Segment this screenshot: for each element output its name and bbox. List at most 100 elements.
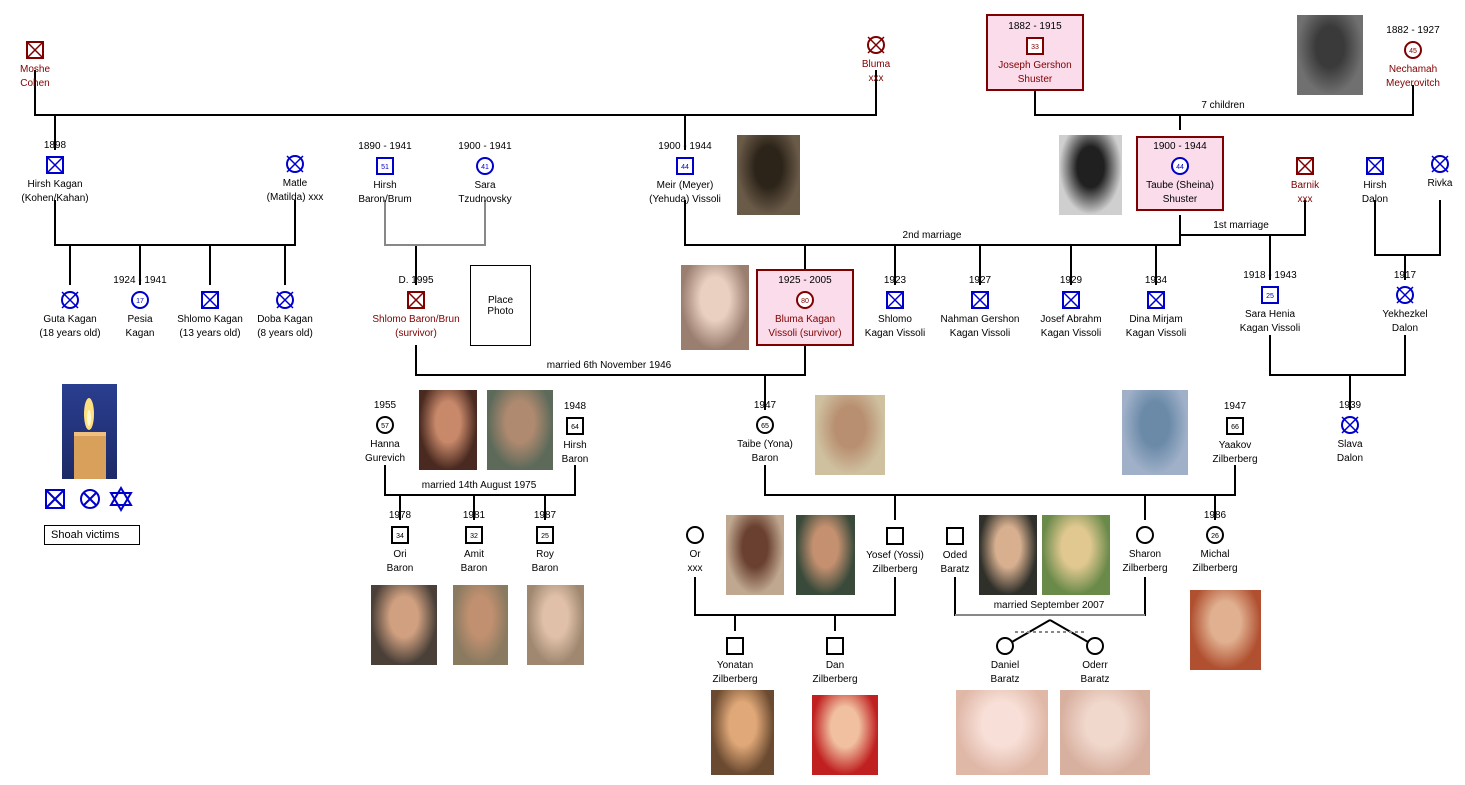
daniel-photo [956,690,1048,775]
bluma-photo [681,265,749,350]
person-years: 1925 - 2005 [778,275,832,286]
person-yosef[interactable]: Yosef (Yossi)Zilberberg [866,527,924,575]
person-years: 1924 - 1941 [113,275,167,286]
connection-line [1269,335,1406,376]
person-years: 1987 [534,510,557,521]
male-victim-icon [1366,157,1384,175]
person-name-line: Meir (Meyer) [657,180,714,191]
hanna-photo [419,390,477,470]
person-name-line: Kagan Vissoli [1041,328,1101,339]
candle-photo [62,384,117,479]
person-name-line: Nechamah [1389,64,1437,75]
person-age: 26 [1211,533,1219,540]
person-years: D. 1995 [398,275,433,286]
person-name-line: xxx [869,73,884,84]
female-deceased-icon [796,291,814,309]
person-name-line: Baron [562,454,589,465]
female-deceased-icon [1404,41,1422,59]
person-name-line: Zilberberg [1212,454,1257,465]
person-age: 64 [571,424,579,431]
person-years: 1939 [1339,400,1362,411]
person-name-line: Yekhezkel [1382,309,1427,320]
female-living-icon [376,416,394,434]
person-matle[interactable]: Matle(Matilda) xxx [267,155,324,203]
person-years: 1981 [463,510,486,521]
person-years: 1917 [1394,270,1417,281]
male-victim-icon [1147,291,1165,309]
female-victim-icon [1431,155,1449,173]
person-name-line: Dalon [1362,194,1388,205]
legend-icons [45,486,133,512]
person-name-line: Tzudnovsky [458,194,511,205]
person-name-line: (Kohen/Kahan) [21,193,88,204]
connection-line [1180,200,1306,236]
person-shlomo-kagan[interactable]: Shlomo Kagan(13 years old) [177,291,243,339]
marriage-label-second-marriage: 2nd marriage [903,230,962,241]
person-age: 32 [470,533,478,540]
person-name-line: Roy [536,549,554,560]
amit-photo [453,585,508,665]
person-years: 1900 - 1944 [1153,141,1207,152]
connection-line [764,465,1236,496]
person-years: 1882 - 1915 [1008,21,1062,32]
person-name-line: Michal [1201,549,1230,560]
person-age: 80 [801,298,809,305]
person-name-line: Pesia [127,314,152,325]
male-deceased-icon [407,291,425,309]
male-victim-icon [45,489,65,509]
person-name-line: Baratz [941,564,970,575]
connection-line [384,465,576,496]
nechamah-photo [1297,15,1363,95]
taube-photo [1059,135,1122,215]
person-name-line: Bluma [862,59,891,70]
person-guta[interactable]: Guta Kagan(18 years old) [39,291,101,339]
person-name-line: Taube (Sheina) [1146,180,1214,191]
person-bluma-sr[interactable]: Bluma xxx [862,36,891,84]
male-living-icon [1226,417,1244,435]
person-name-line: Sara Henia [1245,309,1295,320]
person-name-line: Zilberberg [812,674,857,685]
person-years: 1923 [884,275,907,286]
person-doba[interactable]: Doba Kagan(8 years old) [257,291,313,339]
female-victim-icon [286,155,304,173]
person-rivka[interactable]: Rivka [1427,155,1453,189]
female-victim-icon [476,157,494,175]
